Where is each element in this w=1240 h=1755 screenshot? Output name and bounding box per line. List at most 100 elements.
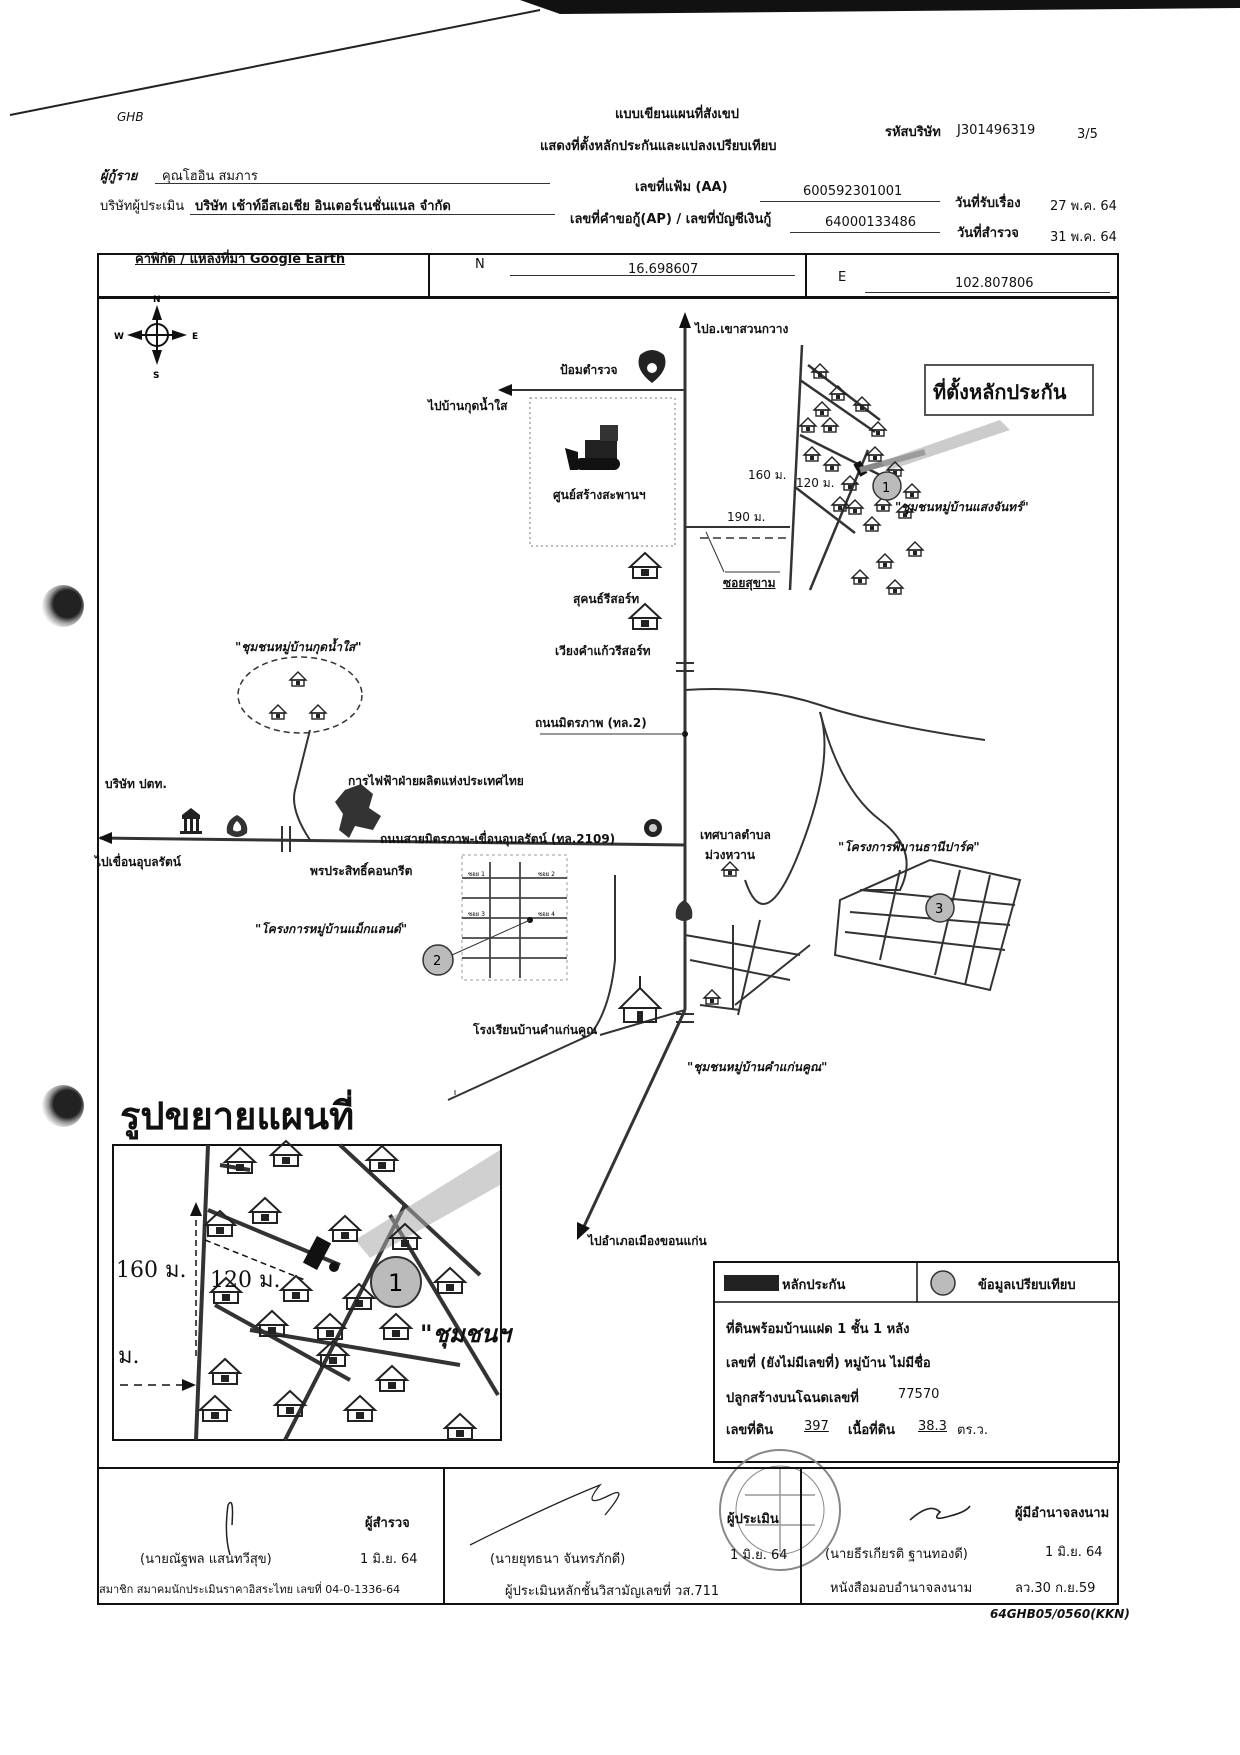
resort2-label: เวียงคำแก้วรีสอร์ท bbox=[555, 644, 651, 658]
community-kham: "ชุมชนหมู่บ้านคำแก่นคูณ" bbox=[687, 1060, 828, 1074]
gas-station-icon bbox=[675, 900, 693, 921]
request-no: 64000133486 bbox=[825, 215, 916, 230]
surveyor-member: สมาชิก สมาคมนักประเมินราคาอิสระไทย เลขที… bbox=[99, 1583, 401, 1596]
enlarged-m: ม. bbox=[118, 1344, 140, 1369]
community-kud-nam-sai: "ชุมชนหมู่บ้านกุดน้ำใส" bbox=[235, 640, 362, 654]
mittraphap-road: ถนนมิตรภาพ (ทล.2) bbox=[535, 716, 647, 730]
footer-code: 64GHB05/0560(KKN) bbox=[990, 1607, 1130, 1621]
municipality-seal-icon bbox=[644, 819, 662, 837]
poa-date: ลว.30 ก.ย.59 bbox=[1015, 1581, 1096, 1596]
signature-row bbox=[97, 1467, 1119, 1605]
dist-190: 190 ม. bbox=[727, 510, 766, 524]
police-badge-icon bbox=[638, 350, 666, 383]
divider bbox=[428, 253, 430, 298]
police-box-label: ป้อมตำรวจ bbox=[560, 363, 618, 377]
enlarged-map-title: รูปขยายแผนที่ bbox=[120, 1094, 355, 1138]
community-saengchan: "ชุมชนหมู่บ้านแสงจันทร์" bbox=[895, 500, 1029, 514]
phornprasit-label: พรประสิทธิ์คอนกรีต bbox=[310, 864, 413, 878]
company-code-label: รหัสบริษัท bbox=[885, 125, 941, 140]
legend-area: 38.3 bbox=[918, 1419, 947, 1434]
to-khao-suan-kwang: ไปอ.เขาสวนกวาง bbox=[695, 322, 789, 336]
surveyor-date: 1 มิ.ย. 64 bbox=[360, 1552, 418, 1567]
doc-title: แบบเขียนแผนที่สังเขป bbox=[615, 107, 740, 122]
compass-w: W bbox=[114, 332, 124, 342]
collateral-location-label: ที่ตั้งหลักประกัน bbox=[933, 380, 1067, 404]
received-date-label: วันที่รับเรื่อง bbox=[955, 196, 1021, 211]
appraiser-company: บริษัท เช้าท์อีสเอเชีย อินเตอร์เนชั่นแนล… bbox=[195, 199, 451, 214]
legend-area-label: เนื้อที่ดิน bbox=[848, 1423, 896, 1438]
survey-date-label: วันที่สำรวจ bbox=[957, 226, 1019, 241]
legend-comparable: ข้อมูลเปรียบเทียบ bbox=[978, 1278, 1076, 1293]
bulldozer-icon bbox=[565, 425, 620, 470]
underline bbox=[190, 214, 555, 215]
soi-4: ซอย 4 bbox=[538, 911, 555, 918]
municipality-line2: ม่วงหวาน bbox=[705, 848, 756, 862]
egat-label: การไฟฟ้าฝ่ายผลิตแห่งประเทศไทย bbox=[348, 774, 524, 788]
divider bbox=[805, 253, 807, 298]
enlarged-marker-1: 1 bbox=[388, 1269, 403, 1297]
signer-name: (นายธีรเกียรติ ฐานทองดี) bbox=[825, 1547, 968, 1562]
soi-1: ซอย 1 bbox=[468, 871, 485, 878]
enlarged-dist-120: 120 ม. bbox=[210, 1268, 281, 1293]
received-date: 27 พ.ค. 64 bbox=[1050, 199, 1117, 214]
legend-land-no-label: เลขที่ดิน bbox=[726, 1423, 774, 1438]
appraiser-name: (นายยุทธนา จันทรภักดี) bbox=[490, 1552, 626, 1567]
dist-160: 160 ม. bbox=[748, 468, 787, 482]
school-building-icon bbox=[617, 976, 663, 1023]
legend-line1: ที่ดินพร้อมบ้านแฝด 1 ชั้น 1 หลัง bbox=[726, 1322, 910, 1337]
to-khon-kaen: ไปอำเภอเมืองขอนแก่น bbox=[588, 1234, 707, 1248]
marker-3: 3 bbox=[935, 902, 943, 917]
file-no-label: เลขที่แฟ้ม (AA) bbox=[635, 180, 728, 195]
page-number: 3/5 bbox=[1077, 127, 1098, 142]
underline bbox=[790, 232, 940, 233]
underline bbox=[155, 183, 550, 184]
scan-edge bbox=[9, 0, 1240, 116]
resort-icon bbox=[629, 552, 661, 579]
divider bbox=[800, 1467, 802, 1605]
surveyor-role: ผู้สำรวจ bbox=[365, 1516, 410, 1531]
appraiser-role: ผู้ประเมิน bbox=[727, 1512, 779, 1527]
ghb-label: GHB bbox=[117, 110, 144, 124]
compass-e: E bbox=[192, 332, 198, 342]
borrower-label: ผู้กู้ราย bbox=[100, 169, 138, 184]
soi-label: ซอยสุขาม bbox=[723, 576, 776, 590]
municipality-line1: เทศบาลตำบล bbox=[700, 828, 771, 842]
collateral-swatch bbox=[724, 1275, 779, 1291]
borrower-name: คุณโฮอิน สมภาร bbox=[162, 169, 258, 184]
road-2109: ถนนสายมิตรภาพ-เขื่อนอุบลรัตน์ (ทล.2109) bbox=[380, 832, 616, 846]
magnet-land: "โครงการหมู่บ้านแม็กแลนด์" bbox=[255, 922, 408, 936]
punch-hole bbox=[42, 585, 84, 627]
legend-land-no: 397 bbox=[804, 1419, 829, 1434]
appraiser-license: ผู้ประเมินหลักชั้นวิสามัญเลขที่ วส.711 bbox=[505, 1584, 720, 1599]
ptt-flame-icon bbox=[226, 815, 248, 837]
legend-area-unit: ตร.ว. bbox=[957, 1423, 988, 1438]
legend-collateral: หลักประกัน bbox=[782, 1278, 846, 1293]
underline bbox=[510, 275, 795, 276]
dist-120: 120 ม. bbox=[796, 476, 835, 490]
compass-rose-icon: N S W E bbox=[114, 295, 198, 381]
coords-source: ค่าพิกัด / แหล่งที่มา Google Earth bbox=[135, 252, 346, 267]
punch-hole bbox=[42, 1085, 84, 1127]
file-no: 600592301001 bbox=[803, 184, 903, 199]
comparable-swatch bbox=[930, 1270, 956, 1296]
compass-n: N bbox=[153, 295, 161, 305]
thailand-map-icon bbox=[335, 784, 381, 838]
phiman-project: "โครงการพิมานธานีปาร์ค" bbox=[838, 840, 980, 854]
request-no-label: เลขที่คำขอกู้(AP) / เลขที่บัญชีเงินกู้ bbox=[570, 212, 772, 227]
poa-label: หนังสือมอบอำนาจลงนาม bbox=[830, 1581, 973, 1596]
soi-3: ซอย 3 bbox=[468, 911, 485, 918]
survey-date: 31 พ.ค. 64 bbox=[1050, 230, 1117, 245]
ptt-label: บริษัท ปตท. bbox=[105, 777, 167, 791]
enlarged-community: "ชุมชนฯ bbox=[420, 1320, 511, 1348]
appraiser-date: 1 มิ.ย. 64 bbox=[730, 1548, 788, 1563]
compass-s: S bbox=[153, 371, 159, 381]
signer-date: 1 มิ.ย. 64 bbox=[1045, 1545, 1103, 1560]
legend-line2: เลขที่ (ยังไม่มีเลขที่) หมู่บ้าน ไม่มีชื… bbox=[726, 1356, 931, 1371]
coord-n-value: 16.698607 bbox=[628, 262, 699, 277]
signer-role: ผู้มีอำนาจลงนาม bbox=[1015, 1506, 1110, 1521]
company-code: J301496319 bbox=[957, 123, 1036, 138]
marker-2: 2 bbox=[433, 954, 441, 969]
to-ubolrat-dam: ไปเขื่อนอุบลรัตน์ bbox=[95, 855, 181, 869]
road-to-khonkaen bbox=[578, 1009, 687, 1236]
